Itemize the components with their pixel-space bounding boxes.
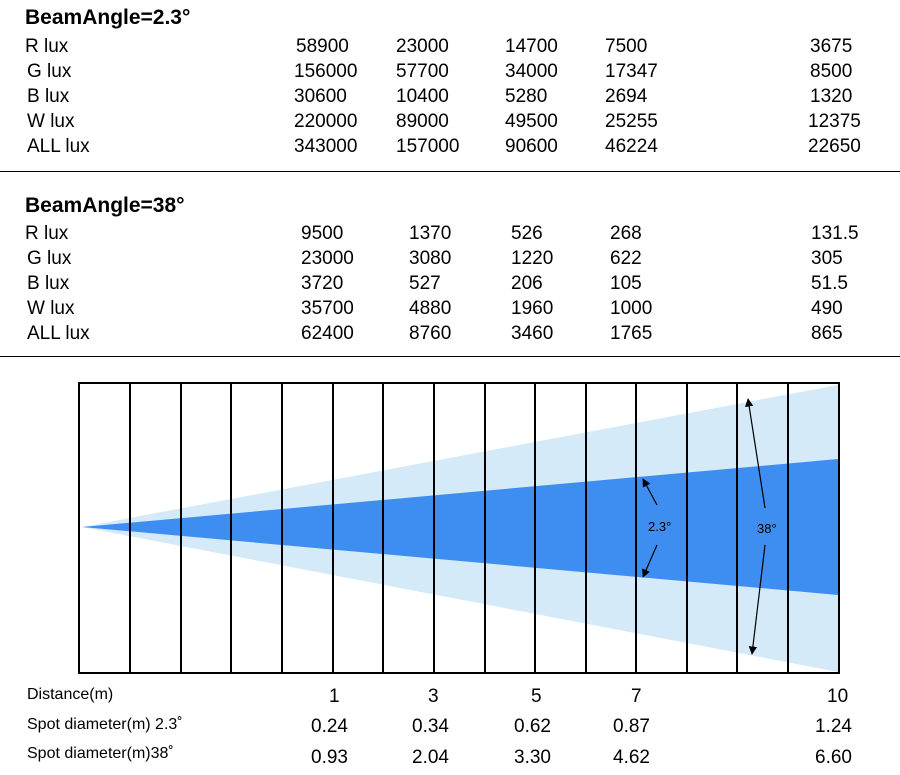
table2-row-label: R lux: [25, 223, 69, 244]
spot-diameter-38-label: Spot diameter(m)38˚: [27, 745, 174, 762]
spot-diameter-23-value: 0.87: [613, 716, 650, 737]
table1-cell: 46224: [605, 136, 658, 157]
table1-cell: 343000: [294, 136, 358, 157]
table1-cell: 34000: [505, 61, 558, 82]
table2-cell: 1960: [511, 298, 554, 319]
table2-cell: 527: [409, 273, 441, 294]
wide-angle-arrow-bottom: [748, 544, 766, 655]
spot-diameter-38-value: 3.30: [514, 747, 551, 768]
narrow-angle-label: 2.3°: [648, 519, 671, 534]
table2-row-label: B lux: [27, 273, 70, 294]
spot-diameter-23-value: 0.62: [514, 716, 551, 737]
distance-value: 10: [827, 686, 849, 707]
table1-title: BeamAngle=2.3°: [25, 6, 191, 29]
table1-cell: 157000: [396, 136, 460, 157]
table2-cell: 305: [811, 248, 843, 269]
table2-row-label: ALL lux: [27, 323, 90, 344]
table1-cell: 25255: [605, 111, 658, 132]
table2-cell: 4880: [409, 298, 452, 319]
distance-label: Distance(m): [27, 686, 114, 703]
narrow-beam-cone: [82, 459, 838, 595]
table2-cell: 8760: [409, 323, 452, 344]
table-divider: [0, 171, 900, 172]
distance-value: 1: [329, 686, 340, 707]
table1-cell: 10400: [396, 86, 449, 107]
table2-cell: 3460: [511, 323, 554, 344]
table-divider: [0, 356, 900, 357]
table2-cell: 9500: [301, 223, 344, 244]
table1-cell: 5280: [505, 86, 548, 107]
table2-cell: 131.5: [811, 223, 859, 244]
table2-cell: 51.5: [811, 273, 848, 294]
wide-angle-arrow-top: [745, 398, 766, 509]
table1-cell: 58900: [296, 36, 349, 57]
table1-cell: 1320: [810, 86, 853, 107]
table2-cell: 1765: [610, 323, 653, 344]
narrow-angle-arrow-bottom: [642, 544, 658, 578]
table2-cell: 35700: [301, 298, 354, 319]
table1-cell: 2694: [605, 86, 648, 107]
table1-row-label: G lux: [27, 61, 72, 82]
spot-diameter-23-label: Spot diameter(m) 2.3˚: [27, 716, 183, 733]
table1-cell: 7500: [605, 36, 648, 57]
table1-row-label: B lux: [27, 86, 70, 107]
table2-cell: 3720: [301, 273, 344, 294]
table2-title: BeamAngle=38°: [25, 194, 185, 217]
table2-cell: 1370: [409, 223, 452, 244]
narrow-angle-arrow-top: [642, 478, 658, 506]
diagram-frame: [78, 382, 840, 674]
table2-cell: 105: [610, 273, 642, 294]
table1-row-label: R lux: [25, 36, 69, 57]
distance-gridlines: [129, 383, 789, 673]
table1-cell: 3675: [810, 36, 853, 57]
table2-cell: 1220: [511, 248, 554, 269]
spot-diameter-23-value: 0.34: [412, 716, 449, 737]
table1-cell: 90600: [505, 136, 558, 157]
table1-cell: 12375: [808, 111, 861, 132]
table1-row-label: ALL lux: [27, 136, 90, 157]
wide-angle-label: 38°: [757, 521, 777, 536]
table2-row-label: G lux: [27, 248, 72, 269]
distance-value: 5: [531, 686, 542, 707]
spot-diameter-38-value: 0.93: [311, 747, 348, 768]
table2-cell: 865: [811, 323, 843, 344]
spot-diameter-23-value: 1.24: [815, 716, 852, 737]
table1-cell: 23000: [396, 36, 449, 57]
table1-cell: 49500: [505, 111, 558, 132]
table1-cell: 17347: [605, 61, 658, 82]
table1-cell: 156000: [294, 61, 358, 82]
table2-cell: 23000: [301, 248, 354, 269]
table2-cell: 622: [610, 248, 642, 269]
table2-cell: 3080: [409, 248, 452, 269]
spot-diameter-38-value: 6.60: [815, 747, 852, 768]
table1-cell: 22650: [808, 136, 861, 157]
table2-cell: 62400: [301, 323, 354, 344]
table2-cell: 268: [610, 223, 642, 244]
spot-diameter-38-value: 2.04: [412, 747, 449, 768]
table1-cell: 220000: [294, 111, 358, 132]
spot-diameter-23-value: 0.24: [311, 716, 348, 737]
table2-row-label: W lux: [27, 298, 75, 319]
table2-cell: 1000: [610, 298, 653, 319]
table2-cell: 526: [511, 223, 543, 244]
table2-cell: 490: [811, 298, 843, 319]
spot-diameter-38-value: 4.62: [613, 747, 650, 768]
table1-row-label: W lux: [27, 111, 75, 132]
table1-cell: 14700: [505, 36, 558, 57]
table1-cell: 89000: [396, 111, 449, 132]
table1-cell: 8500: [810, 61, 853, 82]
table1-cell: 57700: [396, 61, 449, 82]
table2-cell: 206: [511, 273, 543, 294]
distance-value: 7: [631, 686, 642, 707]
table1-cell: 30600: [294, 86, 347, 107]
distance-value: 3: [428, 686, 439, 707]
